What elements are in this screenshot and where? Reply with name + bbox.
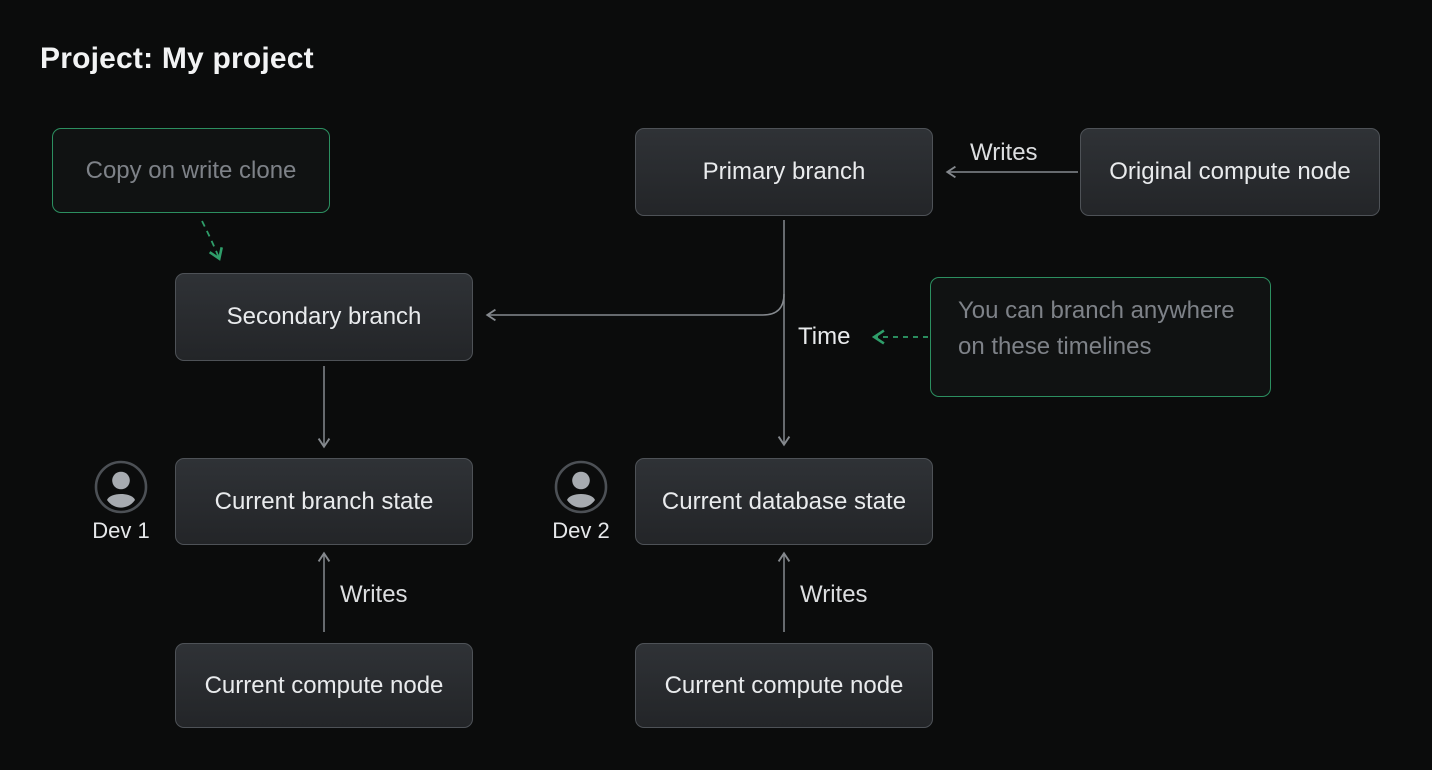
edge-label-writes-left: Writes bbox=[340, 581, 408, 608]
edge-clone-annotation-pointer bbox=[201, 220, 223, 261]
dev2-label: Dev 2 bbox=[552, 518, 610, 543]
person-icon bbox=[554, 460, 608, 514]
edge-branch-to-secondary bbox=[485, 293, 785, 322]
node-current-branch-state: Current branch state bbox=[175, 458, 473, 545]
dev1-avatar person-icon bbox=[94, 460, 148, 514]
node-current-database-state-label: Current database state bbox=[661, 487, 907, 515]
node-original-compute-node: Original compute node bbox=[1080, 128, 1380, 216]
edge-label-time: Time bbox=[798, 323, 851, 350]
node-primary-branch-label: Primary branch bbox=[702, 158, 866, 185]
annotation-branch-anywhere: You can branch anywhere on these timelin… bbox=[930, 277, 1271, 397]
node-current-compute-node-right-label: Current compute node bbox=[664, 671, 904, 699]
node-current-compute-node-right: Current compute node bbox=[635, 643, 933, 728]
node-primary-branch: Primary branch bbox=[635, 128, 933, 216]
node-secondary-branch: Secondary branch bbox=[175, 273, 473, 361]
annotation-copy-on-write-clone-label: Copy on write clone bbox=[85, 156, 297, 184]
annotation-branch-anywhere-line1: You can branch anywhere bbox=[958, 297, 1235, 324]
edge-label-writes-right: Writes bbox=[800, 581, 868, 608]
node-original-compute-node-label: Original compute node bbox=[1109, 158, 1351, 185]
annotation-copy-on-write-clone: Copy on write clone bbox=[52, 128, 330, 213]
dev1-label: Dev 1 bbox=[92, 518, 150, 543]
edge-label-writes-top: Writes bbox=[970, 139, 1038, 166]
node-current-database-state: Current database state bbox=[635, 458, 933, 545]
node-secondary-branch-label: Secondary branch bbox=[226, 303, 422, 330]
person-icon bbox=[94, 460, 148, 514]
annotation-branch-anywhere-line2: on these timelines bbox=[958, 333, 1152, 360]
node-current-compute-node-left-label: Current compute node bbox=[204, 671, 444, 699]
page-title: Project: My project bbox=[40, 42, 314, 75]
dev2-avatar person-icon bbox=[554, 460, 608, 514]
node-current-branch-state-label: Current branch state bbox=[214, 487, 434, 515]
node-current-compute-node-left: Current compute node bbox=[175, 643, 473, 728]
